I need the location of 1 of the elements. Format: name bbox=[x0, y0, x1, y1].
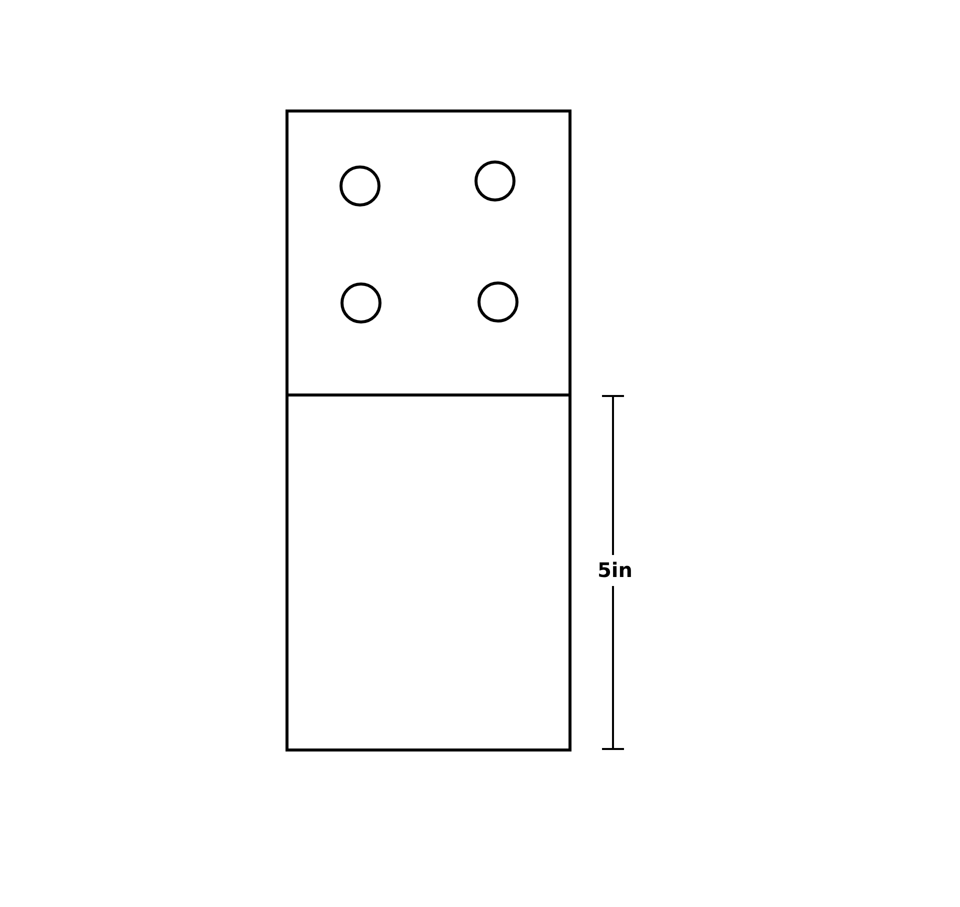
dimension-label: 5in bbox=[598, 558, 633, 582]
